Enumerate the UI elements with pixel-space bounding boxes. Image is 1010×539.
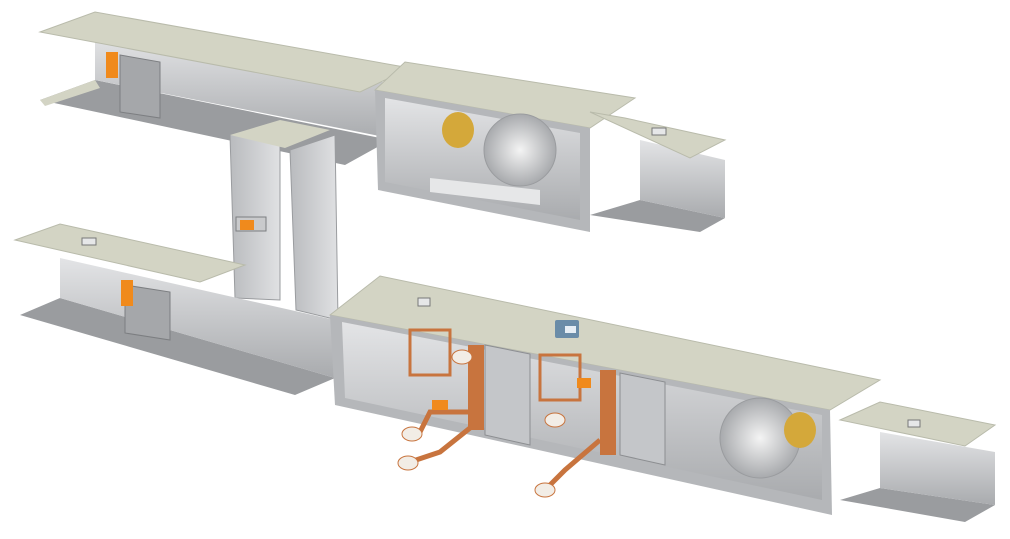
upper-supply-duct — [38, 11, 412, 165]
motor-icon — [784, 412, 816, 448]
sensor-icon — [417, 297, 431, 307]
fan-icon — [483, 113, 557, 187]
sensor-icon — [81, 237, 97, 246]
damper-actuator-icon — [106, 52, 118, 78]
lower-return-duct — [13, 223, 335, 395]
damper-actuator-icon — [240, 220, 254, 230]
sensor-icon — [907, 419, 921, 428]
air-handling-unit — [328, 275, 882, 515]
coil-icon — [600, 370, 616, 455]
valve-actuator-icon — [577, 378, 591, 388]
coil-icon — [468, 345, 484, 430]
lower-supply-duct — [838, 401, 997, 522]
upper-exhaust-duct — [589, 111, 727, 232]
valve-actuator-icon — [432, 400, 448, 410]
vertical-shafts — [229, 119, 339, 321]
motor-icon — [442, 112, 474, 148]
damper-actuator-icon — [121, 280, 133, 306]
sensor-icon — [651, 127, 667, 136]
upper-fan-section — [373, 61, 637, 232]
